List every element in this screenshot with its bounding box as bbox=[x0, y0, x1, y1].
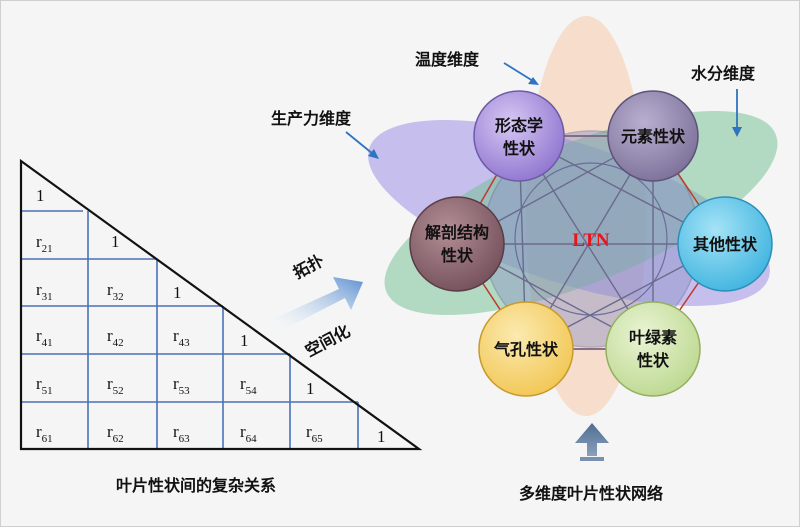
trait-network: 形态学 性状 元素性状 解剖结构 性状 其他性状 气孔性状 叶绿素 性状 LTN… bbox=[271, 16, 778, 503]
matrix-caption: 叶片性状间的复杂关系 bbox=[116, 476, 276, 495]
cell-4-1: r41 bbox=[36, 326, 53, 349]
node-morphology-label-1: 形态学 bbox=[495, 116, 543, 135]
productivity-dimension-label: 生产力维度 bbox=[271, 109, 352, 128]
temperature-dimension-label: 温度维度 bbox=[414, 50, 480, 69]
productivity-pointer bbox=[345, 131, 374, 155]
cell-5-4: r54 bbox=[240, 374, 257, 397]
arrow-label-bottom: 空间化 bbox=[302, 321, 353, 360]
cell-5-5: 1 bbox=[306, 379, 315, 398]
cell-2-1: r21 bbox=[36, 232, 53, 255]
cell-3-2: r32 bbox=[107, 280, 124, 303]
cell-5-3: r53 bbox=[173, 374, 190, 397]
topology-arrow: 拓扑 空间化 bbox=[273, 251, 363, 361]
temperature-pointer bbox=[503, 62, 534, 82]
water-dimension-label: 水分维度 bbox=[691, 64, 756, 83]
node-chlorophyll-label-1: 叶绿素 bbox=[629, 328, 677, 347]
temperature-pointer-head bbox=[528, 77, 539, 85]
cell-6-4: r64 bbox=[240, 422, 257, 445]
node-other: 其他性状 bbox=[677, 196, 773, 292]
cell-6-3: r63 bbox=[173, 422, 190, 445]
cell-6-6: 1 bbox=[377, 427, 386, 446]
matrix-outline bbox=[19, 158, 423, 451]
node-chlorophyll-label-2: 性状 bbox=[637, 351, 670, 370]
node-element-label: 元素性状 bbox=[621, 127, 686, 146]
cell-4-4: 1 bbox=[240, 331, 249, 350]
node-stomata: 气孔性状 bbox=[478, 301, 574, 397]
up-arrow bbox=[575, 423, 609, 456]
node-anatomy: 解剖结构 性状 bbox=[409, 196, 505, 292]
cell-4-3: r43 bbox=[173, 326, 190, 349]
cell-4-2: r42 bbox=[107, 326, 124, 349]
network-caption: 多维度叶片性状网络 bbox=[519, 484, 663, 503]
node-anatomy-label-1: 解剖结构 bbox=[425, 223, 489, 242]
center-label: LTN bbox=[572, 230, 610, 251]
node-morphology-label-2: 性状 bbox=[503, 139, 536, 158]
node-other-label: 其他性状 bbox=[693, 235, 758, 254]
cell-5-2: r52 bbox=[107, 374, 124, 397]
cell-3-1: r31 bbox=[36, 280, 53, 303]
node-chlorophyll: 叶绿素 性状 bbox=[605, 301, 701, 397]
cell-6-1: r61 bbox=[36, 422, 53, 445]
productivity-pointer-head bbox=[368, 149, 379, 159]
cell-5-1: r51 bbox=[36, 374, 53, 397]
arrow-label-top: 拓扑 bbox=[290, 251, 327, 283]
correlation-matrix: 1 r21 1 r31 r32 1 r41 r42 r43 1 r51 r52 … bbox=[19, 158, 423, 495]
node-anatomy-label-2: 性状 bbox=[441, 246, 474, 265]
cell-3-3: 1 bbox=[173, 283, 182, 302]
cell-6-5: r65 bbox=[306, 422, 323, 445]
cell-1-1: 1 bbox=[36, 186, 45, 205]
cell-6-2: r62 bbox=[107, 422, 124, 445]
node-element: 元素性状 bbox=[607, 90, 699, 182]
cell-2-2: 1 bbox=[111, 232, 120, 251]
up-arrow-base bbox=[580, 457, 604, 461]
water-pointer-head bbox=[732, 127, 742, 137]
arrow-shape bbox=[273, 277, 363, 331]
node-morphology: 形态学 性状 bbox=[473, 90, 565, 182]
node-stomata-label: 气孔性状 bbox=[493, 340, 559, 359]
